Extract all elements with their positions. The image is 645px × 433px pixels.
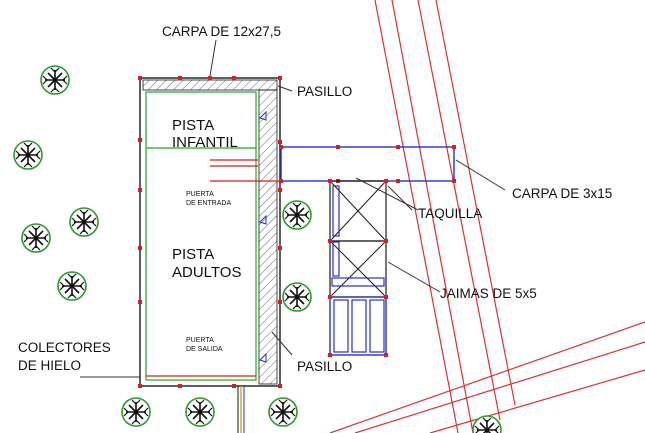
door-mark-3 xyxy=(259,352,267,363)
label-colectores-2: DE HIELO xyxy=(18,358,81,373)
label-puerta-salida-1: PUERTA xyxy=(186,337,214,344)
tree-icon xyxy=(121,397,151,427)
label-pista-adultos-1: PISTA xyxy=(172,246,214,263)
tree-icon xyxy=(268,397,298,427)
road-lower-3 xyxy=(429,369,645,433)
small-tent-outline xyxy=(280,146,455,182)
label-colectores-1: COLECTORES xyxy=(18,340,111,355)
tree-icon xyxy=(282,282,312,312)
road-lower-2 xyxy=(354,341,645,433)
label-pasillo-bottom: PASILLO xyxy=(297,359,352,374)
bench-2 xyxy=(332,241,340,277)
rink-outline xyxy=(145,91,257,381)
road-edge-right-inner xyxy=(417,0,501,421)
tree-icon xyxy=(282,200,312,230)
main-tent xyxy=(138,76,282,433)
label-puerta-entrada-1: PUERTA xyxy=(186,191,214,198)
label-pista-infantil-2: INFANTIL xyxy=(172,134,238,151)
leader-lines xyxy=(80,39,506,378)
small-tent xyxy=(279,145,456,183)
label-puerta-entrada-2: DE ENTRADA xyxy=(186,200,231,207)
label-taquilla: TAQUILLA xyxy=(418,206,482,221)
tree-icon xyxy=(185,397,215,427)
road-edge-left xyxy=(374,0,459,433)
pasillo-top-hatch xyxy=(142,79,278,91)
tree-icon xyxy=(40,65,70,95)
road-edge-right xyxy=(435,0,516,406)
tree-icon xyxy=(57,271,87,301)
label-pista-infantil-1: PISTA xyxy=(172,117,214,134)
jaimas xyxy=(328,179,388,357)
road-lower-1 xyxy=(329,321,645,433)
label-carpa-main: CARPA DE 12x27,5 xyxy=(162,24,281,39)
pasillo-side-hatch xyxy=(258,89,278,385)
road-edge-left-inner xyxy=(391,0,474,433)
jaima-3 xyxy=(329,296,387,356)
label-pasillo-top: PASILLO xyxy=(297,84,352,99)
tent-anchors xyxy=(138,76,282,388)
counter xyxy=(331,277,385,287)
tree-icon xyxy=(69,207,99,237)
label-puerta-salida-2: DE SALIDA xyxy=(186,346,223,353)
label-carpa-small: CARPA DE 3x15 xyxy=(512,186,612,201)
door-mark-2 xyxy=(259,214,267,225)
roads xyxy=(329,0,645,433)
label-jaimas: JAIMAS DE 5x5 xyxy=(440,286,537,301)
tree-icon xyxy=(13,140,43,170)
tree-icon xyxy=(21,223,51,253)
door-mark-1 xyxy=(259,110,267,121)
label-pista-adultos-2: ADULTOS xyxy=(172,264,241,281)
trees xyxy=(13,65,502,433)
bench-1 xyxy=(332,185,340,237)
